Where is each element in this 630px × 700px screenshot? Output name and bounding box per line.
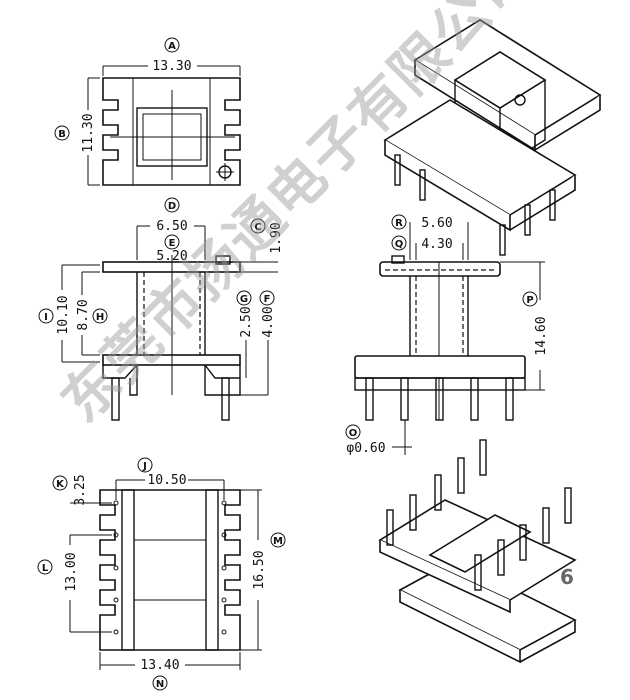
dim-i: 10.10 (56, 295, 71, 334)
label-circle-r (391, 214, 407, 230)
dim-j: 10.50 (147, 473, 186, 488)
label-circle-b (54, 125, 70, 141)
label-g: G (240, 294, 248, 305)
label-circle-i (38, 308, 54, 324)
label-circle-h (92, 308, 108, 324)
label-circle-m (270, 532, 286, 548)
dim-k: 3.25 (73, 474, 88, 505)
label-circle-n (152, 675, 168, 691)
label-q: Q (395, 239, 404, 250)
label-k: K (56, 479, 65, 490)
label-circle-k (52, 475, 68, 491)
label-h: H (96, 312, 104, 323)
label-n: N (156, 679, 164, 690)
dim-o: φ0.60 (346, 441, 385, 456)
dim-f: 4.00 (261, 306, 276, 337)
label-circle-o (345, 424, 361, 440)
label-p: P (526, 295, 533, 306)
side-view (354, 222, 545, 455)
dim-m: 16.50 (252, 550, 267, 589)
dim-p: 14.60 (534, 316, 549, 355)
isometric-view-top (383, 19, 602, 256)
dim-c: 1.90 (269, 222, 284, 253)
top-view (87, 65, 241, 186)
dim-a: 13.30 (152, 59, 191, 74)
label-d: D (168, 201, 176, 212)
label-circle-e (164, 234, 180, 250)
page-number: 6 (560, 565, 574, 589)
label-c: C (254, 222, 261, 233)
label-i: I (44, 312, 48, 323)
label-r: R (395, 218, 403, 229)
front-view (61, 225, 278, 421)
label-circle-q (391, 235, 407, 251)
label-o: O (349, 428, 358, 439)
label-a: A (168, 41, 176, 52)
bottom-view (69, 479, 262, 670)
label-circle-f (259, 290, 275, 306)
label-b: B (58, 129, 66, 140)
isometric-view-bottom (378, 439, 577, 664)
label-circle-a (164, 37, 180, 53)
dim-q: 4.30 (421, 237, 452, 252)
dim-b: 11.30 (81, 113, 96, 152)
label-circle-c (250, 218, 266, 234)
label-l: L (42, 563, 49, 574)
label-e: E (169, 238, 176, 249)
dim-l: 13.00 (64, 552, 79, 591)
label-f: F (264, 294, 271, 305)
dim-d: 6.50 (156, 219, 187, 234)
label-m: M (273, 536, 283, 547)
label-circle-j (137, 457, 153, 473)
dim-e: 5.20 (156, 249, 187, 264)
label-circle-l (37, 559, 53, 575)
dim-r: 5.60 (421, 216, 452, 231)
label-circle-g (236, 290, 252, 306)
label-circle-p (522, 291, 538, 307)
label-j: J (142, 461, 147, 472)
dim-n: 13.40 (140, 658, 179, 673)
dim-g: 2.50 (239, 306, 254, 337)
dim-h: 8.70 (76, 299, 91, 330)
label-circle-d (164, 197, 180, 213)
